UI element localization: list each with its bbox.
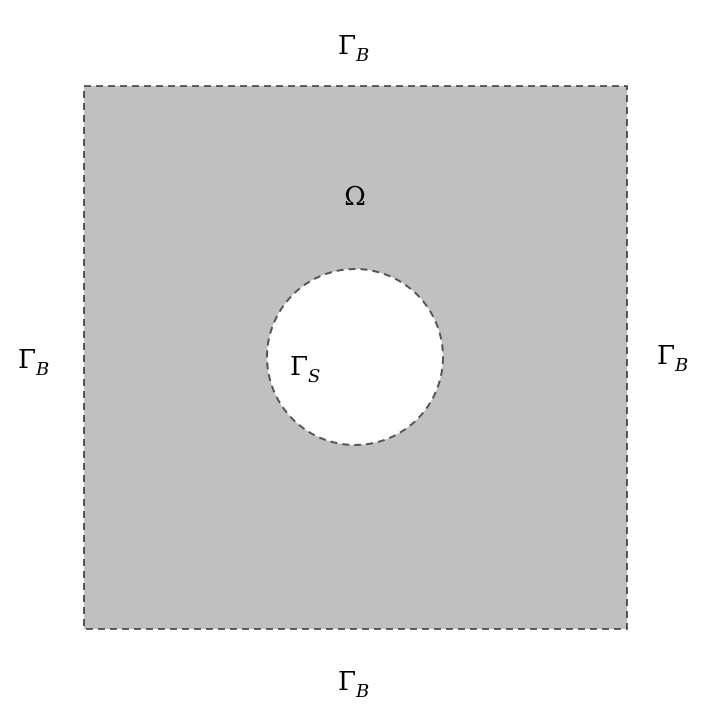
- hole-boundary-label: ΓS: [290, 352, 320, 387]
- inner-hole: [266, 268, 444, 446]
- domain-label: Ω: [344, 182, 366, 212]
- boundary-symbol: Γ: [338, 31, 356, 61]
- boundary-symbol: Γ: [18, 345, 36, 375]
- boundary-subscript: B: [355, 45, 369, 66]
- boundary-symbol: Γ: [657, 341, 675, 371]
- boundary-subscript: B: [674, 355, 688, 376]
- boundary-label-left: ΓB: [18, 345, 49, 380]
- boundary-label-bottom: ΓB: [338, 667, 369, 702]
- boundary-symbol: Γ: [290, 352, 308, 382]
- boundary-label-right: ΓB: [657, 341, 688, 376]
- boundary-symbol: Γ: [338, 667, 356, 697]
- boundary-label-top: ΓB: [338, 31, 369, 66]
- boundary-subscript: B: [35, 359, 49, 380]
- boundary-subscript: B: [355, 681, 369, 702]
- hole-boundary-subscript: S: [308, 366, 320, 387]
